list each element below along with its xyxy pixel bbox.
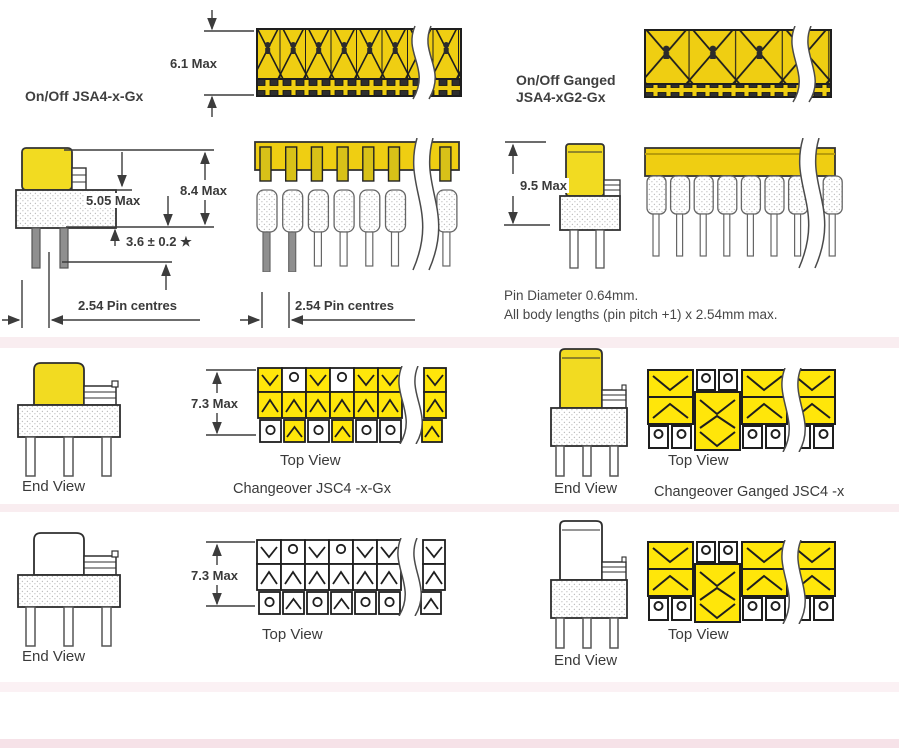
note-body-lengths: All body lengths (pin pitch +1) x 2.54mm… <box>504 307 778 322</box>
onoff-ganged-front-view-drawing <box>643 138 849 270</box>
dim-pin-centres-side: 2.54 Pin centres <box>76 298 179 313</box>
dim-standoff: 3.6 ± 0.2 ★ <box>124 234 194 250</box>
dim-body-height: 5.05 Max <box>84 193 143 208</box>
onoff-side-view-drawing <box>14 142 124 274</box>
changeover-ganged-unsealed-top-view-label: Top View <box>668 626 729 643</box>
onoff-ganged-side-view-drawing <box>556 138 628 272</box>
changeover-caption: Changeover JSC4 -x-Gx <box>233 481 391 497</box>
changeover-top-view-label: Top View <box>280 452 341 469</box>
changeover-unsealed-end-view-drawing <box>16 530 122 650</box>
separator-band <box>0 337 899 348</box>
onoff-front-view-drawing <box>253 138 467 272</box>
onoff-ganged-title-line1: On/Off Ganged <box>516 72 616 88</box>
separator-band <box>0 739 899 748</box>
separator-band <box>0 682 899 692</box>
changeover-ganged-unsealed-end-view-drawing <box>548 518 630 650</box>
changeover-end-view-drawing <box>16 360 122 480</box>
onoff-ganged-top-view-drawing <box>643 26 843 104</box>
changeover-top-view-drawing <box>256 366 448 444</box>
changeover-ganged-top-view-drawing <box>645 368 845 452</box>
dim-pin-centres-front: 2.54 Pin centres <box>293 298 396 313</box>
changeover-ganged-end-view-label: End View <box>554 480 618 497</box>
note-pin-diameter: Pin Diameter 0.64mm. <box>504 288 639 303</box>
changeover-unsealed-end-view-label: End View <box>22 648 86 665</box>
dim-ganged-total-height: 9.5 Max <box>518 178 569 193</box>
changeover-end-view-label: End View <box>22 478 86 495</box>
onoff-ganged-title-line2: JSA4-xG2-Gx <box>516 89 606 105</box>
changeover-ganged-unsealed-end-view-label: End View <box>554 652 618 669</box>
changeover-unsealed-top-view-drawing <box>255 538 447 616</box>
onoff-top-view-drawing <box>255 24 467 104</box>
changeover-ganged-end-view-drawing <box>548 346 630 478</box>
changeover-ganged-top-view-label: Top View <box>668 452 729 469</box>
dim-total-height: 8.4 Max <box>178 183 229 198</box>
dim-changeover-unsealed-height: 7.3 Max <box>189 568 240 583</box>
changeover-ganged-caption: Changeover Ganged JSC4 -x <box>654 484 845 500</box>
separator-band <box>0 504 899 512</box>
onoff-title: On/Off JSA4-x-Gx <box>25 88 144 104</box>
dim-actuator-height: 6.1 Max <box>168 56 219 71</box>
changeover-ganged-unsealed-top-view-drawing <box>645 540 845 624</box>
changeover-unsealed-top-view-label: Top View <box>262 626 323 643</box>
dim-changeover-height: 7.3 Max <box>189 396 240 411</box>
